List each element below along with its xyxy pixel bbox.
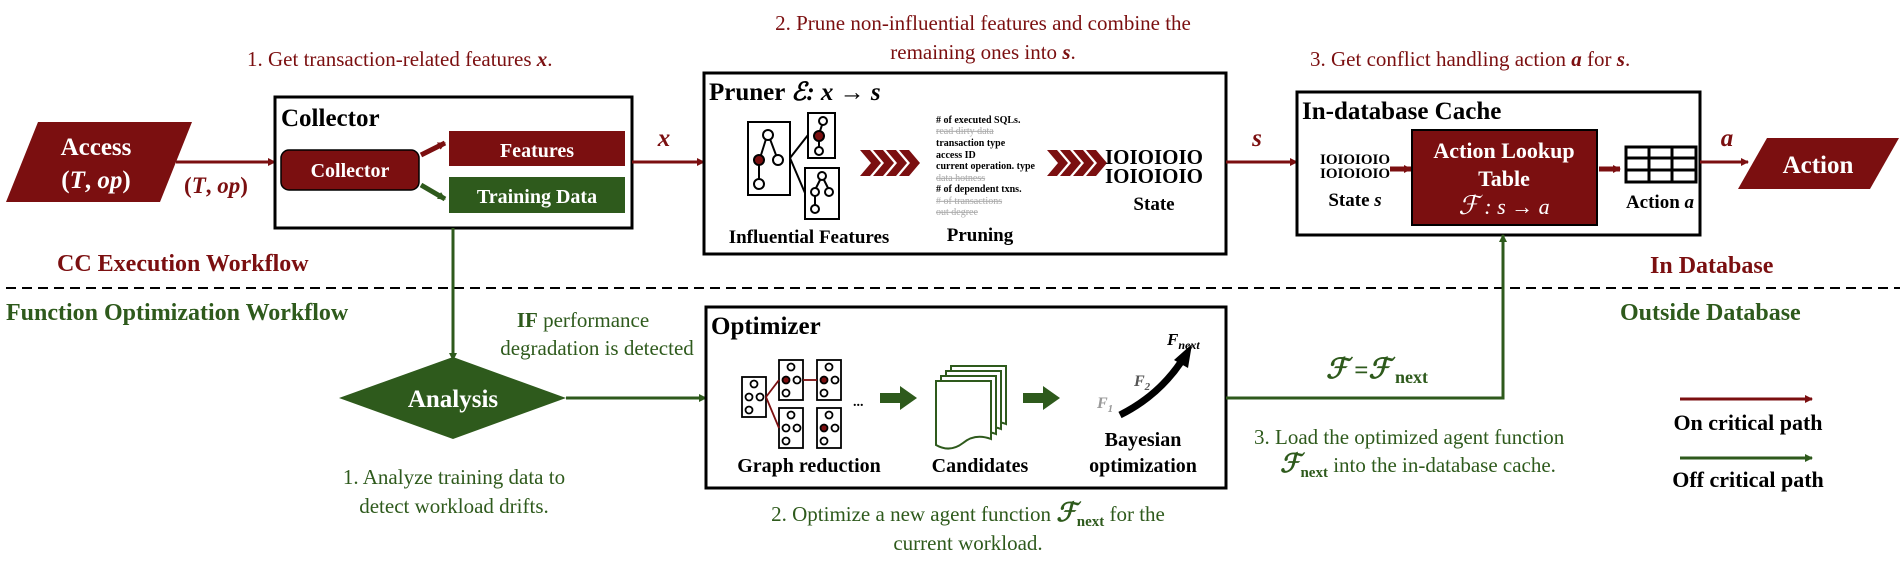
- influential-features-label: Influential Features: [729, 227, 890, 248]
- access-label: Access: [61, 134, 132, 161]
- feature-item-pruned: data hotness: [936, 173, 985, 184]
- action-label: Action: [1783, 152, 1854, 179]
- edge-optimizer-cache: [1226, 234, 1507, 400]
- edge-x-label: x: [657, 125, 671, 152]
- f2-label: F2: [1133, 373, 1151, 393]
- analysis-node: [339, 357, 566, 439]
- edge-access-label: (T, op): [184, 173, 248, 198]
- if-condition-line2: degradation is detected: [500, 336, 694, 360]
- fnext-label: Fnext: [1166, 330, 1200, 352]
- step1-caption: 1. Get transaction-related features x.: [247, 47, 553, 71]
- pruner-title: Pruner ℰ: x → s: [709, 79, 881, 106]
- function-optimization-label: Function Optimization Workflow: [6, 300, 349, 326]
- analysis-step-line1: 1. Analyze training data to: [343, 465, 565, 489]
- analysis-label: Analysis: [408, 386, 499, 413]
- step3-caption: 3. Get conflict handling action a for s.: [1310, 47, 1630, 71]
- collector-inner-label: Collector: [311, 160, 390, 182]
- bayesian-line1: Bayesian: [1105, 429, 1182, 451]
- legend-on-critical-label: On critical path: [1673, 410, 1822, 435]
- f1-label: F1: [1096, 395, 1113, 415]
- edge-collector-training: [419, 182, 447, 202]
- chevrons-icon-right: [1047, 150, 1107, 176]
- collector-inner-node: [280, 149, 420, 191]
- outside-database-label: Outside Database: [1620, 300, 1801, 326]
- graph-ellipsis: ...: [853, 395, 864, 410]
- access-tuple: (T, op): [61, 167, 130, 194]
- f-update-label: ℱ =ℱ next: [1326, 354, 1428, 387]
- bayesian-line2: optimization: [1089, 455, 1197, 477]
- block-arrow-icon-2: [1023, 386, 1060, 410]
- table-icon: [1624, 145, 1698, 184]
- candidates-icon: [935, 365, 1007, 450]
- optimizer-step-line1: 2. Optimize a new agent function ℱnext f…: [771, 498, 1165, 530]
- optimizer-step-line2: current workload.: [893, 531, 1042, 555]
- action-node: [1738, 138, 1899, 189]
- block-arrow-icon-1: [880, 386, 917, 410]
- in-database-label: In Database: [1650, 253, 1774, 279]
- graph-reduction-label: Graph reduction: [737, 455, 881, 477]
- feature-item-pruned: out degree: [936, 207, 978, 218]
- analysis-step-line2: detect workload drifts.: [359, 494, 549, 518]
- chevrons-icon-left: [860, 150, 920, 176]
- bayesian-arrow-head: [1174, 344, 1192, 368]
- pruning-label: Pruning: [947, 225, 1014, 246]
- cache-title: In-database Cache: [1302, 98, 1501, 125]
- access-node: [6, 122, 192, 202]
- feature-item-pruned: # of transactions: [936, 196, 1002, 207]
- edge-s-label: s: [1251, 125, 1262, 152]
- step2-caption-line2: remaining ones into s.: [890, 40, 1076, 64]
- edge-collector-features: [419, 140, 447, 158]
- legend-off-critical-label: Off critical path: [1672, 467, 1824, 492]
- features-node: [449, 131, 625, 166]
- cache-state-bits-row2: IOIOIOIO: [1320, 166, 1390, 182]
- feature-item-pruned: read dirty data: [936, 126, 994, 137]
- feature-list: # of executed SQLs. read dirty data tran…: [936, 115, 1036, 218]
- training-data-label: Training Data: [477, 186, 597, 208]
- collector-title: Collector: [281, 105, 380, 132]
- action-lookup-table-node: [1411, 129, 1598, 226]
- lookup-line2: Table: [1478, 166, 1530, 191]
- lookup-function: ℱ : s → a: [1458, 191, 1549, 220]
- lookup-line1: Action Lookup: [1433, 138, 1574, 163]
- load-step-line2: ℱnext into the in-database cache.: [1280, 449, 1556, 481]
- cache-state-label: State s: [1328, 190, 1381, 211]
- state-bits-row2: IOIOIOIO: [1105, 164, 1203, 188]
- feature-item: # of executed SQLs.: [936, 115, 1021, 126]
- candidates-label: Candidates: [932, 455, 1029, 477]
- feature-item: transaction type: [936, 138, 1006, 149]
- training-data-node: [449, 177, 625, 213]
- graph-reduction-icon: [741, 359, 842, 449]
- edge-a-label: a: [1721, 125, 1734, 152]
- influential-features-icon: [747, 112, 840, 220]
- features-label: Features: [500, 140, 574, 162]
- feature-item: # of dependent txns.: [936, 184, 1022, 195]
- feature-item: access ID: [936, 150, 976, 161]
- step2-caption-line1: 2. Prune non-influential features and co…: [775, 11, 1191, 35]
- cc-execution-label: CC Execution Workflow: [57, 251, 309, 277]
- cache-state-bits-row1: IOIOIOIO: [1320, 152, 1390, 168]
- load-step-line1: 3. Load the optimized agent function: [1254, 425, 1565, 449]
- if-condition-line1: IF performance: [517, 308, 649, 332]
- feature-item: current operation. type: [936, 161, 1036, 172]
- cache-action-label: Action a: [1626, 192, 1695, 213]
- state-label: State: [1133, 194, 1174, 215]
- bayesian-curve-icon: [1118, 360, 1184, 419]
- state-bits-row1: IOIOIOIO: [1105, 145, 1203, 169]
- optimizer-title: Optimizer: [711, 313, 821, 340]
